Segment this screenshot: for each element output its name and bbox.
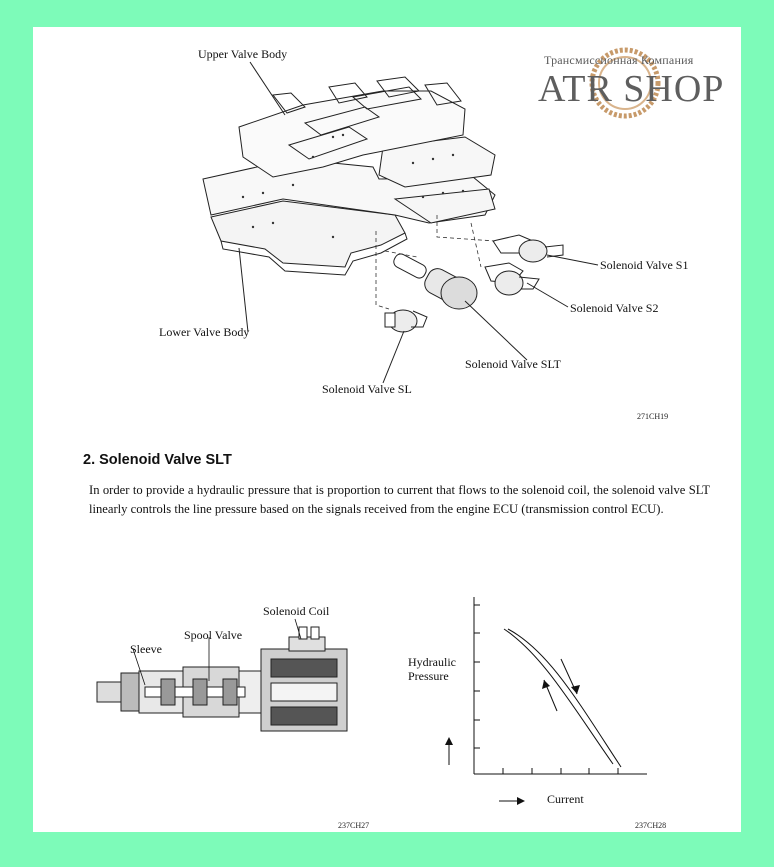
label-upper-valve-body: Upper Valve Body <box>198 47 288 61</box>
label-solenoid-valve-s1: Solenoid Valve S1 <box>600 258 689 272</box>
hysteresis-curve-lower <box>507 628 622 768</box>
label-lower-valve-body: Lower Valve Body <box>159 325 250 339</box>
graph-ylabel-line1: Hydraulic <box>408 655 456 669</box>
label-sleeve: Sleeve <box>130 642 162 656</box>
section-heading: 2. Solenoid Valve SLT <box>83 452 232 468</box>
solenoid-valve-slt-cross-section <box>96 618 348 732</box>
watermark-brand: ATR SHOP <box>538 68 725 110</box>
pressure-current-graph <box>445 597 647 805</box>
document-page: Трансмиссионная Компания ATR SHOP Upper … <box>33 27 741 832</box>
figure-code-graph: 237CH28 <box>635 821 667 830</box>
valve-body-exploded-drawing <box>202 47 661 384</box>
label-solenoid-valve-s2: Solenoid Valve S2 <box>570 301 659 315</box>
section-paragraph: In order to provide a hydraulic pressure… <box>89 483 710 516</box>
label-solenoid-coil: Solenoid Coil <box>263 604 330 618</box>
graph-xlabel: Current <box>547 792 584 806</box>
label-spool-valve: Spool Valve <box>184 628 243 642</box>
hysteresis-curve-upper <box>503 628 614 765</box>
watermark-company-text: Трансмиссионная Компания <box>544 53 694 67</box>
figure-code-valve: 237CH27 <box>338 821 370 830</box>
watermark-logo-ring <box>589 47 661 119</box>
label-solenoid-valve-slt: Solenoid Valve SLT <box>465 357 562 371</box>
graph-ylabel-line2: Pressure <box>408 669 449 683</box>
figure-code-top: 271CH19 <box>637 412 669 421</box>
label-solenoid-valve-sl: Solenoid Valve SL <box>322 382 412 396</box>
